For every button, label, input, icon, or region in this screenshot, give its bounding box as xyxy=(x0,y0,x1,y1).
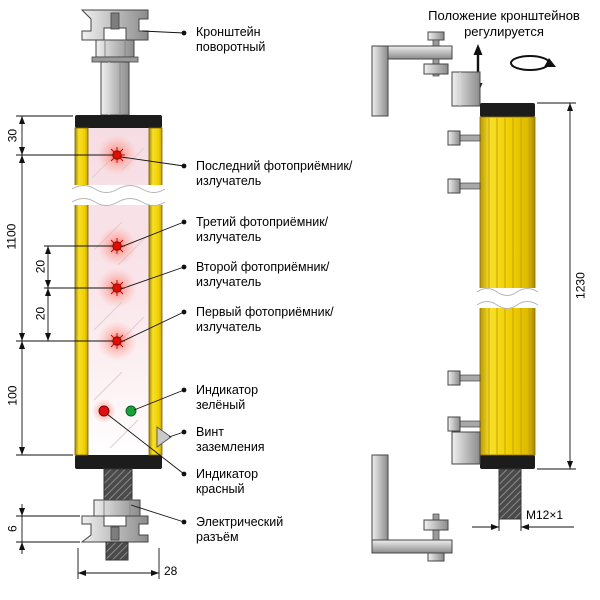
mount-bolts-side xyxy=(447,130,481,432)
bracket-bottom-side xyxy=(371,431,481,562)
green-indicator-led xyxy=(125,405,137,417)
threaded-connector-side xyxy=(498,468,522,520)
sensor-body-front xyxy=(74,115,172,469)
second-emitter-dot xyxy=(112,283,122,293)
leader-lines xyxy=(106,30,187,525)
label-second-emitter: Второй фотоприёмник/излучатель xyxy=(196,260,330,289)
leader-bullets xyxy=(181,30,187,525)
first-emitter-dot xyxy=(112,336,122,346)
break-band-front xyxy=(71,185,166,206)
top-cap xyxy=(75,115,162,128)
side-view xyxy=(371,31,556,562)
bracket-top-side xyxy=(371,31,481,117)
right-rail xyxy=(148,127,163,456)
last-emitter-dot xyxy=(112,150,122,160)
break-band-side xyxy=(476,288,539,309)
dim-step-b: 20 xyxy=(33,306,48,321)
label-ground-screw: Винт заземления xyxy=(196,425,265,454)
dimension-arrowheads xyxy=(19,103,573,576)
swivel-bracket-top xyxy=(80,9,149,116)
dim-bottom-offset: 100 xyxy=(5,385,20,406)
label-third-emitter: Третий фотоприёмник/излучатель xyxy=(196,215,329,244)
emitter-dots xyxy=(97,135,137,361)
adjustment-note: Положение кронштейнов регулируется xyxy=(428,8,580,39)
dim-body-length: 1230 xyxy=(573,272,588,299)
label-green-indicator: Индикатор зелёный xyxy=(196,383,259,412)
label-red-indicator: Индикатор красный xyxy=(196,467,259,496)
dim-body-width: 28 xyxy=(164,564,178,578)
bottom-connector-front xyxy=(80,468,149,561)
bottom-cap xyxy=(75,455,162,469)
dimension-lines xyxy=(16,102,576,579)
third-emitter-dot xyxy=(112,241,122,251)
front-view xyxy=(71,9,172,561)
dim-step-a: 20 xyxy=(33,259,48,274)
rotation-adjust-arrow-icon xyxy=(510,55,556,71)
label-connector: Электрический разъём xyxy=(196,515,284,544)
red-indicator-led xyxy=(98,405,110,417)
extrusion-grooves xyxy=(488,117,530,455)
left-rail xyxy=(74,127,89,456)
label-last-emitter: Последний фотоприёмник/излучатель xyxy=(196,159,353,188)
label-swivel-bracket: Кронштейн поворотный xyxy=(196,25,266,54)
sensor-body-side xyxy=(479,103,536,469)
dim-thread-spec: M12×1 xyxy=(526,508,564,522)
label-first-emitter: Первый фотоприёмник/излучатель xyxy=(196,305,334,334)
ground-screw-symbol xyxy=(156,426,172,448)
dim-total-span: 1100 xyxy=(4,223,19,250)
dim-plate-thickness: 6 xyxy=(5,525,20,532)
dim-top-offset: 30 xyxy=(5,128,20,143)
